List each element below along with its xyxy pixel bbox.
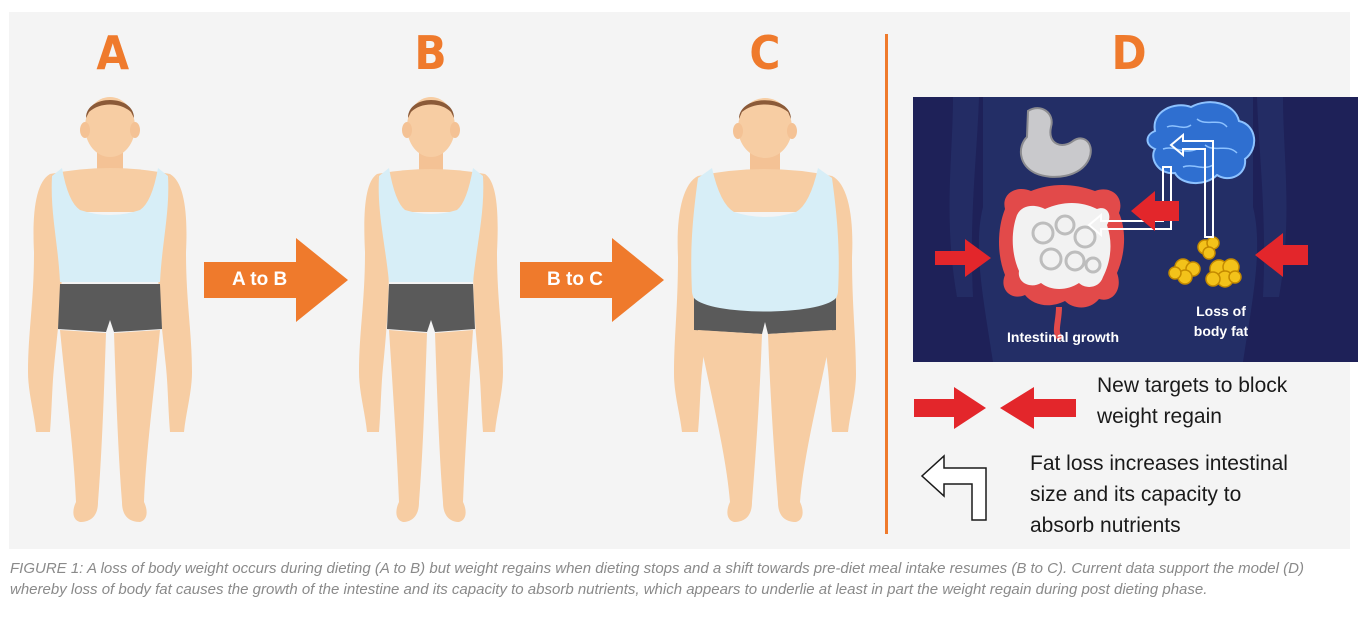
panel-d-illustration: Intestinal growth Loss of body fat [913, 97, 1358, 362]
loss-of-fat-label-line1: Loss of [1181, 303, 1261, 319]
panel-label-d: D [1112, 26, 1147, 80]
panel-label-b: B [414, 26, 446, 80]
panel-label-c: C [749, 26, 780, 80]
legend-white-arrow-icon [920, 450, 1000, 522]
arrow-b-to-c-label: B to C [547, 269, 603, 291]
legend-red-line2: weight regain [1097, 401, 1287, 432]
legend-red-arrows-icon [914, 385, 1076, 431]
legend-red-line1: New targets to block [1097, 370, 1287, 401]
intestinal-growth-label: Intestinal growth [983, 329, 1143, 345]
torso-silhouette [913, 97, 1358, 362]
body-figure-b [331, 92, 531, 542]
body-figure-a [10, 92, 210, 542]
panel-divider [885, 34, 888, 534]
body-figure-c [660, 92, 870, 542]
legend-white-text: Fat loss increases intestinal size and i… [1030, 448, 1288, 541]
arrow-a-to-b-label: A to B [232, 269, 287, 291]
figure-caption: FIGURE 1: A loss of body weight occurs d… [10, 558, 1345, 600]
legend-red-text: New targets to block weight regain [1097, 370, 1287, 432]
legend-white-line1: Fat loss increases intestinal [1030, 448, 1288, 479]
loss-of-fat-label-line2: body fat [1181, 323, 1261, 339]
panel-label-a: A [96, 26, 129, 80]
legend-white-line2: size and its capacity to [1030, 479, 1288, 510]
legend-white-line3: absorb nutrients [1030, 510, 1288, 541]
